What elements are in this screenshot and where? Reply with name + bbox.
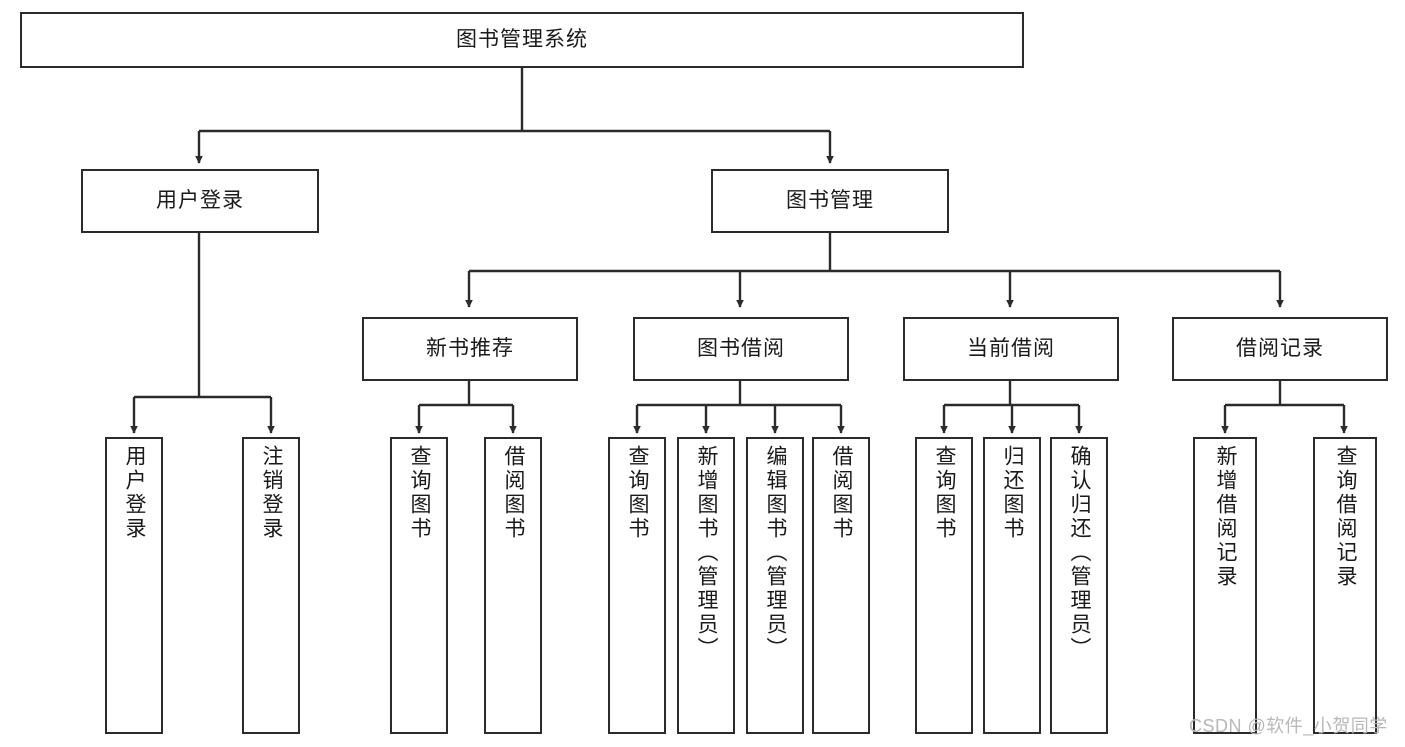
node-leaf-query-book-2[interactable]: 查询图书	[608, 437, 666, 734]
node-leaf-confirm-return[interactable]: 确认归还（管理员）	[1050, 437, 1108, 734]
node-leaf-query-book-3[interactable]: 查询图书	[915, 437, 973, 734]
node-leaf-user-logout-label: 注销登录	[260, 445, 284, 541]
node-book-borrow-label: 图书借阅	[697, 337, 785, 361]
node-root-label: 图书管理系统	[456, 28, 588, 52]
node-borrow-record[interactable]: 借阅记录	[1172, 317, 1388, 381]
node-leaf-borrow-book-2-label: 借阅图书	[830, 445, 854, 541]
node-leaf-user-login[interactable]: 用户登录	[105, 437, 163, 734]
node-leaf-user-login-label: 用户登录	[123, 445, 147, 541]
node-leaf-borrow-book-1[interactable]: 借阅图书	[484, 437, 542, 734]
csdn-watermark: CSDN @软件_小贺同学	[1189, 716, 1388, 736]
node-leaf-query-record-label: 查询借阅记录	[1334, 445, 1358, 589]
node-leaf-add-record[interactable]: 新增借阅记录	[1193, 437, 1257, 734]
node-leaf-return-book-label: 归还图书	[1001, 445, 1025, 541]
node-leaf-borrow-book-2[interactable]: 借阅图书	[812, 437, 870, 734]
node-user-login-label: 用户登录	[156, 189, 244, 213]
node-leaf-add-record-label: 新增借阅记录	[1214, 445, 1238, 589]
node-book-borrow[interactable]: 图书借阅	[633, 317, 849, 381]
node-leaf-query-book-1-label: 查询图书	[408, 445, 432, 541]
node-leaf-return-book[interactable]: 归还图书	[983, 437, 1041, 734]
node-leaf-add-book-label: 新增图书（管理员）	[695, 445, 719, 661]
node-leaf-confirm-return-label: 确认归还（管理员）	[1068, 445, 1092, 661]
node-leaf-borrow-book-1-label: 借阅图书	[502, 445, 526, 541]
node-book-manage[interactable]: 图书管理	[711, 169, 949, 233]
node-new-book-recommend-label: 新书推荐	[426, 337, 514, 361]
node-leaf-query-book-1[interactable]: 查询图书	[390, 437, 448, 734]
node-borrow-record-label: 借阅记录	[1236, 337, 1324, 361]
node-leaf-user-logout[interactable]: 注销登录	[242, 437, 300, 734]
node-leaf-query-book-2-label: 查询图书	[626, 445, 650, 541]
node-leaf-edit-book-label: 编辑图书（管理员）	[764, 445, 788, 661]
node-user-login[interactable]: 用户登录	[81, 169, 319, 233]
node-book-manage-label: 图书管理	[786, 189, 874, 213]
node-new-book-recommend[interactable]: 新书推荐	[362, 317, 578, 381]
node-leaf-query-record[interactable]: 查询借阅记录	[1313, 437, 1377, 734]
node-current-borrow[interactable]: 当前借阅	[903, 317, 1119, 381]
node-leaf-edit-book[interactable]: 编辑图书（管理员）	[746, 437, 804, 734]
node-leaf-add-book[interactable]: 新增图书（管理员）	[677, 437, 735, 734]
node-leaf-query-book-3-label: 查询图书	[933, 445, 957, 541]
node-root[interactable]: 图书管理系统	[20, 12, 1024, 68]
node-current-borrow-label: 当前借阅	[967, 337, 1055, 361]
